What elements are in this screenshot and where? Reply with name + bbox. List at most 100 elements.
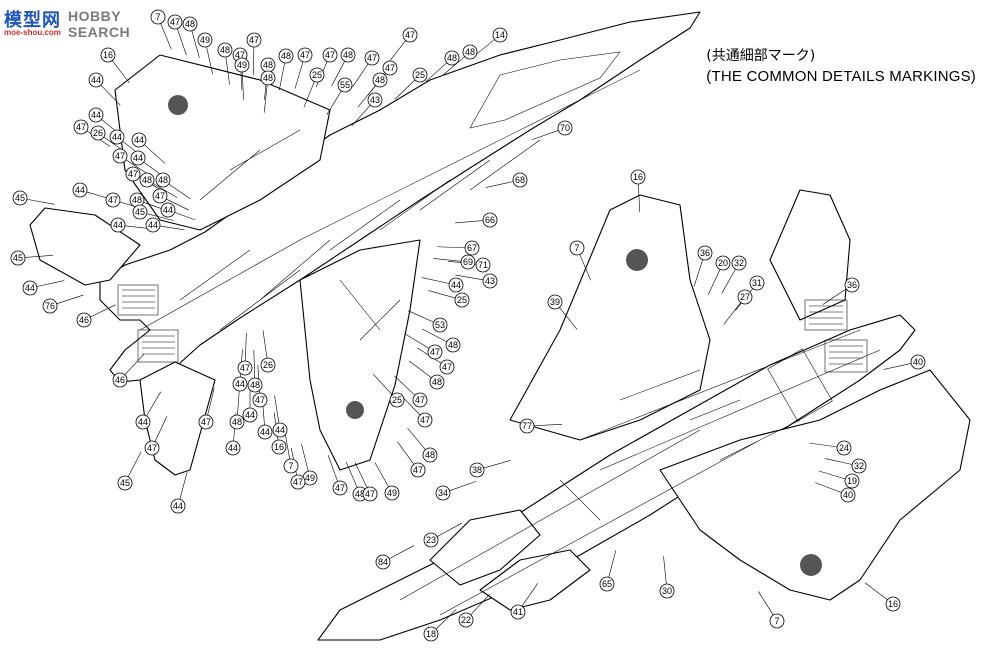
callout-number: 48: [432, 377, 442, 387]
leader-line: [326, 90, 342, 115]
callout-number: 18: [426, 629, 436, 639]
leader-line: [237, 387, 240, 416]
callout-marker: 67: [464, 240, 480, 256]
leader-line: [354, 462, 368, 488]
watermark-logo: 模型网: [4, 10, 61, 30]
callout-marker: 47: [252, 392, 268, 408]
callout-marker: 7: [150, 9, 166, 25]
callout-circle: [242, 407, 258, 423]
callout-circle: [599, 576, 615, 592]
callout-number: 84: [378, 557, 388, 567]
callout-number: 19: [847, 476, 857, 486]
callout-circle: [290, 474, 306, 490]
lower-vertical-tail: [769, 189, 851, 321]
callout-number: 38: [472, 465, 482, 475]
callout-number: 48: [132, 195, 142, 205]
callout-marker: 40: [910, 354, 926, 370]
callout-marker: 48: [429, 374, 445, 390]
leader-line: [449, 481, 477, 491]
callout-number: 48: [142, 175, 152, 185]
callout-circle: [435, 485, 451, 501]
callout-marker: 26: [260, 357, 276, 373]
callout-marker: 44: [257, 424, 273, 440]
callout-circle: [482, 273, 498, 289]
callout-marker: 48: [422, 447, 438, 463]
callout-number: 48: [232, 417, 242, 427]
leader-line: [225, 56, 230, 85]
leader-line: [207, 387, 215, 416]
callout-marker: 47: [410, 462, 426, 478]
callout-number: 47: [442, 362, 452, 372]
callout-circle: [462, 44, 478, 60]
callout-marker: 16: [630, 169, 646, 185]
leader-line: [531, 130, 559, 141]
callout-circle: [278, 48, 294, 64]
callout-circle: [131, 132, 147, 148]
callout-number: 25: [312, 70, 322, 80]
leader-line: [143, 144, 166, 164]
callout-marker: 25: [389, 392, 405, 408]
callout-number: 47: [367, 53, 377, 63]
callout-number: 44: [173, 501, 183, 511]
leader-line: [822, 288, 847, 305]
leader-line: [125, 159, 150, 176]
callout-marker: 47: [412, 392, 428, 408]
callout-marker: 39: [547, 294, 563, 310]
callout-marker: 47: [297, 47, 313, 63]
callout-circle: [160, 202, 176, 218]
leader-line: [262, 330, 268, 359]
callout-circle: [72, 182, 88, 198]
callout-marker: 45: [117, 475, 133, 491]
callout-circle: [135, 414, 151, 430]
callout-marker: 44: [225, 440, 241, 456]
callout-number: 47: [128, 169, 138, 179]
callout-circle: [840, 487, 856, 503]
callout-circle: [910, 354, 926, 370]
callout-number: 49: [237, 60, 247, 70]
callout-marker: 48: [340, 47, 356, 63]
callout-number: 45: [135, 207, 145, 217]
callout-marker: 43: [367, 92, 383, 108]
callout-number: 70: [560, 123, 570, 133]
lower-right-wing: [659, 369, 971, 601]
leader-line: [327, 454, 338, 482]
callout-circle: [737, 289, 753, 305]
callout-marker: 20: [715, 255, 731, 271]
callout-circle: [367, 92, 383, 108]
callout-number: 40: [913, 357, 923, 367]
callout-marker: 44: [131, 132, 147, 148]
callout-marker: 48: [445, 337, 461, 353]
callout-circle: [417, 412, 433, 428]
leader-line: [693, 259, 704, 287]
callout-number: 25: [457, 295, 467, 305]
callout-circle: [389, 392, 405, 408]
leader-line: [483, 459, 511, 469]
leader-line: [374, 462, 389, 488]
callout-circle: [10, 250, 26, 266]
callout-number: 66: [485, 215, 495, 225]
callout-marker: 46: [112, 372, 128, 388]
callout-circle: [150, 9, 166, 25]
callout-number: 24: [839, 443, 849, 453]
callout-marker: 45: [10, 250, 26, 266]
callout-number: 34: [438, 488, 448, 498]
callout-marker: 47: [125, 166, 141, 182]
callout-marker: 44: [22, 280, 38, 296]
callout-circle: [237, 360, 253, 376]
callout-circle: [482, 212, 498, 228]
callout-marker: 25: [454, 292, 470, 308]
callout-marker: 53: [432, 317, 448, 333]
leader-line: [455, 274, 484, 281]
callout-circle: [731, 255, 747, 271]
leader-line: [824, 458, 853, 465]
callout-circle: [844, 277, 860, 293]
callout-marker: 48: [155, 172, 171, 188]
leader-line: [435, 609, 457, 630]
leader-line: [124, 354, 145, 376]
callout-circle: [182, 16, 198, 32]
callout-circle: [512, 172, 528, 188]
leader-line: [579, 254, 591, 281]
callout-marker: 55: [337, 77, 353, 93]
leader-line: [159, 225, 185, 231]
callout-marker: 48: [444, 50, 460, 66]
